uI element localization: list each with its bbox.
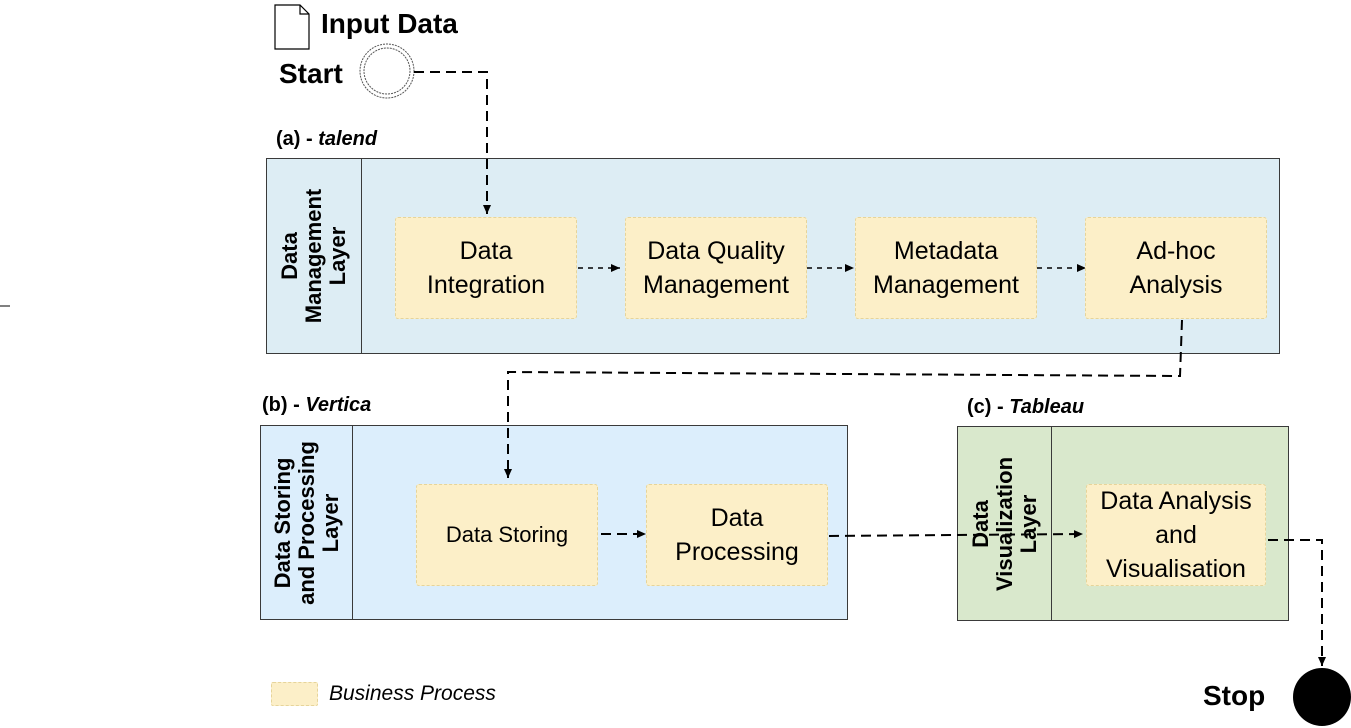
storing-title-line: and Processing xyxy=(293,440,319,605)
process-label-line: Metadata xyxy=(893,237,999,265)
management-layer-header: Data Management Layer xyxy=(267,159,362,353)
process-data-analysis-visualisation: Data Analysis and Visualisation xyxy=(1086,484,1266,586)
management-layer-title: Data Management Layer xyxy=(277,188,350,324)
visualization-layer-title: Data Visualization Layer xyxy=(967,456,1041,591)
process-label-line: Data xyxy=(459,237,513,265)
start-node xyxy=(358,42,416,100)
management-tool-name: talend xyxy=(318,128,378,150)
process-label-line: Data Storing xyxy=(445,522,569,547)
storing-layer-title: Data Storing and Processing Layer xyxy=(269,440,343,605)
management-title-line: Layer xyxy=(325,226,350,286)
visualization-title-line: Data xyxy=(967,499,993,548)
storing-layer-header: Data Storing and Processing Layer xyxy=(261,426,353,619)
visualization-title-line: Visualization xyxy=(991,456,1017,591)
storing-title-line: Layer xyxy=(317,493,343,552)
process-label-line: Ad-hoc xyxy=(1136,237,1216,265)
process-label-line: Integration xyxy=(426,271,546,299)
legend-business-process-swatch xyxy=(271,682,318,706)
storing-tool-prefix: (b) - xyxy=(262,394,306,416)
process-label-line: Visualisation xyxy=(1106,555,1246,583)
storing-tool-label: (b) - Vertica xyxy=(262,394,371,417)
process-label-line: and xyxy=(1155,521,1197,549)
visualization-tool-label: (c) - Tableau xyxy=(967,396,1084,419)
visualization-layer-header: Data Visualization Layer xyxy=(958,427,1052,620)
management-tool-label: (a) - talend xyxy=(276,128,377,151)
management-title-line: Data xyxy=(277,232,302,280)
process-data-storing: Data Storing xyxy=(416,484,598,586)
process-label-line: Processing xyxy=(675,538,799,566)
process-label-line: Management xyxy=(643,271,789,299)
process-label-line: Management xyxy=(873,271,1019,299)
process-label-line: Analysis xyxy=(1129,271,1223,299)
visualization-title-line: Layer xyxy=(1015,494,1041,553)
process-label-line: Data xyxy=(710,504,764,532)
visualization-tool-name: Tableau xyxy=(1009,396,1085,418)
visualization-tool-prefix: (c) - xyxy=(967,396,1010,418)
input-data-document-icon xyxy=(274,4,310,50)
stop-node xyxy=(1293,668,1351,726)
legend-business-process-label: Business Process xyxy=(329,682,496,705)
process-label-line: Data Analysis xyxy=(1100,487,1252,515)
storing-title-line: Data Storing xyxy=(269,457,295,588)
start-label: Start xyxy=(279,58,343,89)
process-label-line: Data Quality xyxy=(647,237,785,265)
storing-tool-name: Vertica xyxy=(305,394,372,416)
input-data-label: Input Data xyxy=(321,8,458,39)
management-title-line: Management xyxy=(301,188,326,324)
stop-label: Stop xyxy=(1203,680,1266,711)
management-tool-prefix: (a) - xyxy=(276,128,319,150)
